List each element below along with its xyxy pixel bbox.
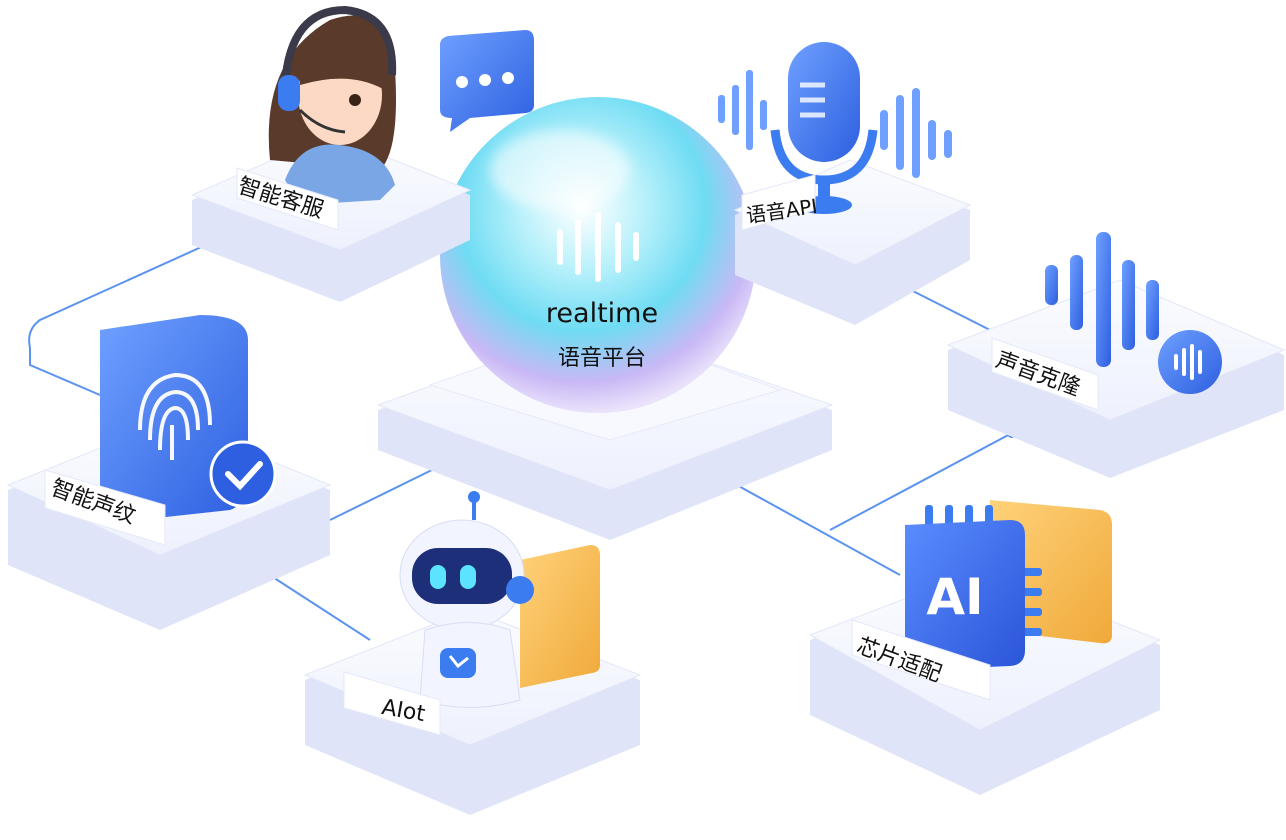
chat-bubble-icon <box>440 30 534 132</box>
sound-wave-icon <box>557 212 639 282</box>
line-center-voiceprint <box>329 464 443 521</box>
customer-service-agent-illustration <box>268 5 397 205</box>
center-subtitle: 语音平台 <box>557 346 646 371</box>
label-plates <box>44 167 1099 736</box>
orange-card-aiot-icon <box>520 545 600 688</box>
robot-icon <box>399 491 534 708</box>
ai-chip-icon <box>905 505 1042 670</box>
sound-bars-right-icon <box>880 88 952 178</box>
platform-voice-clone <box>946 279 1286 478</box>
headset-icon <box>278 75 300 111</box>
voice-clone-bars-icon <box>1045 232 1159 367</box>
realtime-sphere <box>440 97 756 413</box>
ai-chip-badge-text: AI <box>926 568 984 626</box>
line-clone-chip <box>829 432 1013 531</box>
platform-voice-api <box>733 159 972 325</box>
voice-badge-icon <box>1158 330 1222 394</box>
check-icon <box>225 461 263 491</box>
center-title: realtime <box>545 298 659 329</box>
line-service-voiceprint <box>28 233 231 396</box>
line-center-chip <box>734 483 901 576</box>
line-voiceprint-aiot <box>264 571 371 641</box>
sound-bars-left-icon <box>718 70 767 150</box>
fingerprint-card-icon <box>100 315 277 522</box>
